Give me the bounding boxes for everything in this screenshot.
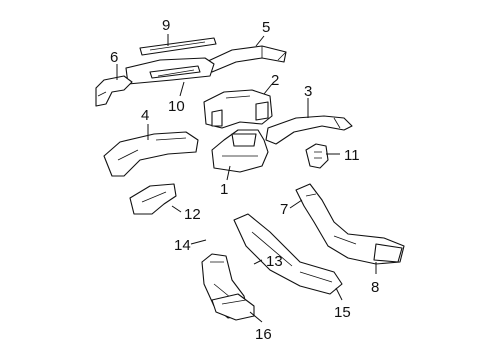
callout-14: 14 [174,237,191,254]
callout-1: 1 [220,181,228,198]
part-4-left-duct [103,131,199,177]
part-5-defroster-duct [205,45,287,73]
part-1-main-duct [211,129,269,173]
part-3-right-duct [265,115,353,145]
callout-labels: 9 5 6 10 2 3 4 1 11 12 7 8 13 14 15 16 [110,17,379,343]
callout-11: 11 [344,147,360,164]
callout-4: 4 [141,107,149,124]
part-12-lower-duct [129,183,177,215]
callout-5: 5 [262,19,270,36]
part-13-floor-duct [233,213,343,295]
callout-7: 7 [280,201,288,218]
part-9-defroster-nozzle [139,37,217,56]
callout-12: 12 [184,206,201,223]
callout-3: 3 [304,83,312,100]
callout-15: 15 [334,304,351,321]
callout-13: 13 [266,253,283,270]
leader-lines [116,34,377,323]
callout-9: 9 [162,17,170,34]
callout-2: 2 [271,72,279,89]
callout-8: 8 [371,279,379,296]
part-10-center-duct [125,57,215,85]
part-6-side-duct [95,75,133,107]
callout-6: 6 [110,49,118,66]
callout-10: 10 [168,98,185,115]
part-16-floor-extension [211,293,255,321]
part-11-vent-clip [305,143,329,169]
part-2-vent-housing [203,89,273,129]
callout-16: 16 [255,326,272,343]
part-7-8-rear-duct [295,183,405,265]
